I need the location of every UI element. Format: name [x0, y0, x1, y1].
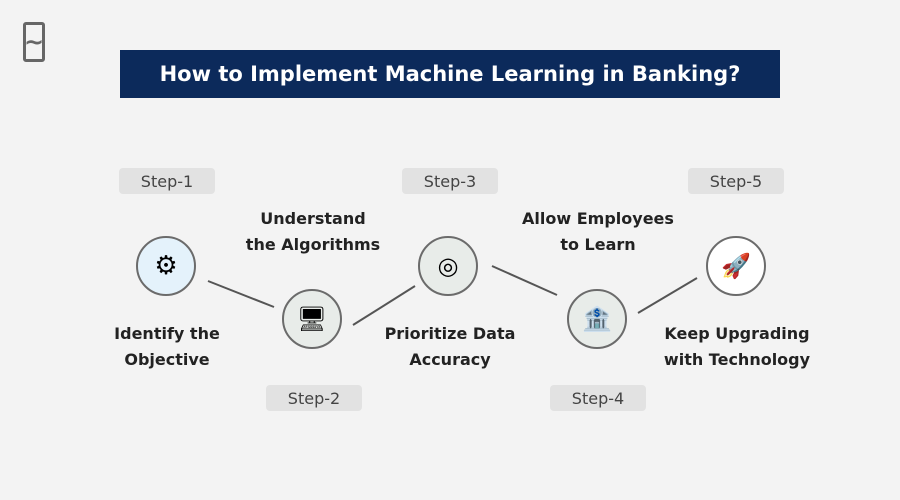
step-2-badge: Step-2	[266, 385, 362, 411]
algorithm-screen-icon: 🖥	[282, 289, 342, 349]
connector-1-2	[207, 280, 275, 308]
page-title: How to Implement Machine Learning in Ban…	[120, 50, 780, 98]
connector-2-3	[352, 285, 416, 326]
employee-learning-icon: 🏦	[567, 289, 627, 349]
step-4-badge: Step-4	[550, 385, 646, 411]
data-accuracy-icon: ◎	[418, 236, 478, 296]
connector-4-5	[637, 277, 698, 314]
connector-3-4	[491, 265, 558, 296]
step-5-badge: Step-5	[688, 168, 784, 194]
brand-logo: ~	[23, 22, 45, 62]
objective-gear-icon: ⚙	[136, 236, 196, 296]
technology-rocket-icon: 🚀	[706, 236, 766, 296]
step-1-badge: Step-1	[119, 168, 215, 194]
step-3-badge: Step-3	[402, 168, 498, 194]
